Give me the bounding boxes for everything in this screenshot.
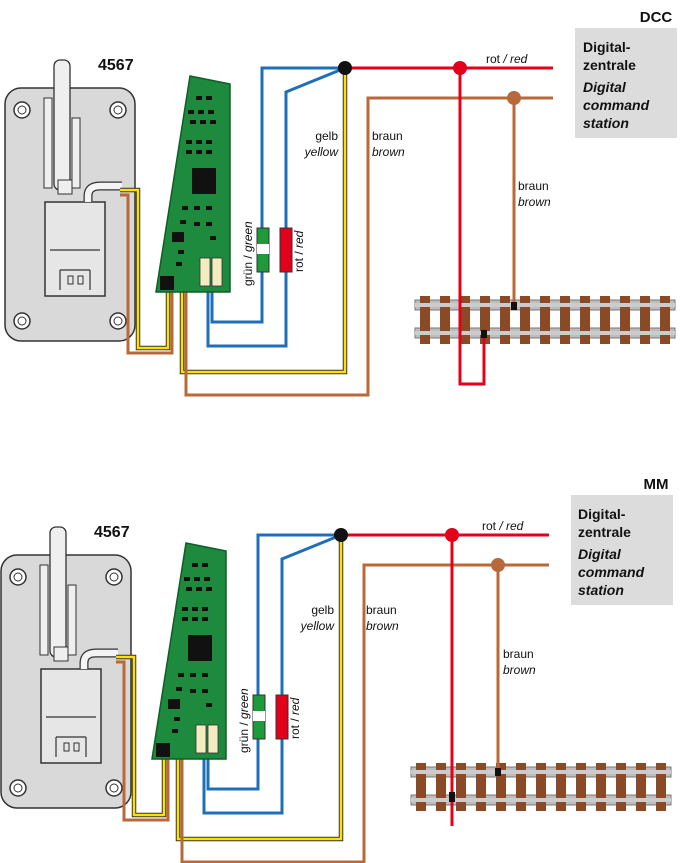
- track-brown-label-en: brown: [503, 663, 536, 677]
- dcc-panel: DCC 4567 Digital- zentrale Digital comma…: [5, 9, 677, 395]
- green-wire-label: grün / green: [237, 688, 251, 753]
- station-line2: zentrale: [578, 524, 631, 540]
- yellow-label-en: yellow: [304, 145, 340, 159]
- mm-panel: MM 4567 Digital- zentrale Digital comman…: [1, 476, 673, 862]
- station-line4: command: [583, 97, 650, 113]
- track-brown-label-de: braun: [503, 647, 534, 661]
- station-line4: command: [578, 564, 645, 580]
- track-brown-label-de: braun: [518, 179, 549, 193]
- dcc-red-node: [453, 61, 467, 75]
- station-line1: Digital-: [583, 39, 631, 55]
- green-wire-label: grün / green: [241, 221, 255, 286]
- station-line1: Digital-: [578, 506, 626, 522]
- dcc-red-feed: [458, 68, 486, 386]
- yellow-label-de: gelb: [311, 603, 334, 617]
- mode-label: DCC: [640, 9, 673, 26]
- red-label: rot / red: [486, 52, 528, 66]
- mm-brown-node: [491, 558, 505, 572]
- model-number: 4567: [94, 524, 130, 541]
- dcc-brown-node: [507, 91, 521, 105]
- station-line5: station: [578, 582, 624, 598]
- brown-label-en: brown: [366, 619, 399, 633]
- brown-label-en: brown: [372, 145, 405, 159]
- brown-label-de: braun: [366, 603, 397, 617]
- station-line5: station: [583, 115, 629, 131]
- brown-label-de: braun: [372, 129, 403, 143]
- yellow-label-en: yellow: [300, 619, 336, 633]
- station-line2: zentrale: [583, 57, 636, 73]
- red-wire-label: rot / red: [292, 230, 306, 272]
- station-line3: Digital: [578, 546, 622, 562]
- mm-red-node: [445, 528, 459, 542]
- yellow-label-de: gelb: [315, 129, 338, 143]
- model-number: 4567: [98, 57, 134, 74]
- track-brown-label-en: brown: [518, 195, 551, 209]
- red-label: rot / red: [482, 519, 524, 533]
- red-wire-label: rot / red: [288, 697, 302, 739]
- station-line3: Digital: [583, 79, 627, 95]
- mode-label: MM: [644, 476, 669, 493]
